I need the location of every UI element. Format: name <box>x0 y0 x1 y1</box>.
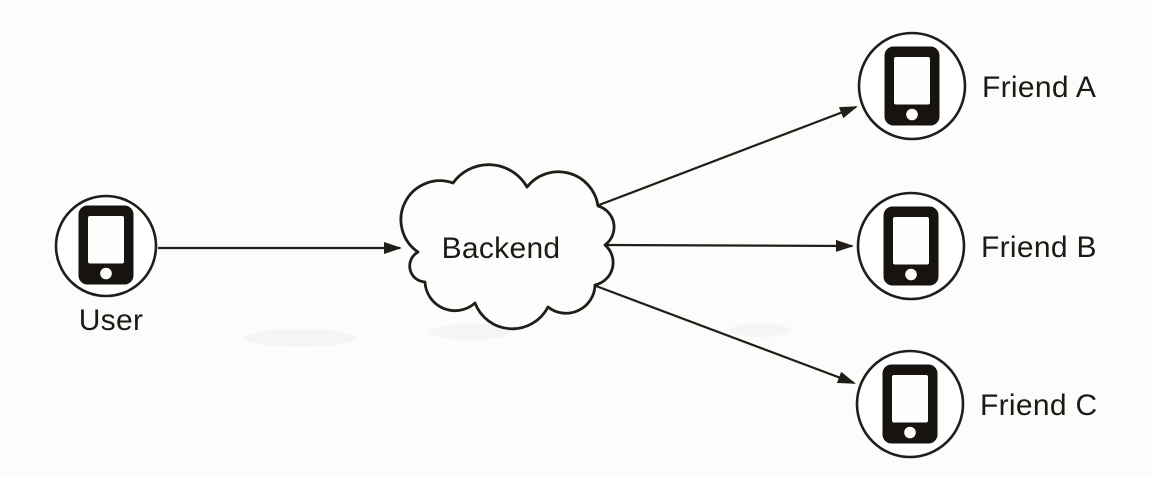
friend-b-label: Friend B <box>981 231 1097 264</box>
scan-smudge <box>245 329 355 347</box>
backend-node: Backend <box>399 163 616 331</box>
user-label: User <box>79 304 144 337</box>
arrow-backend-to-friend-a <box>598 105 858 207</box>
friend-a-label: Friend A <box>982 71 1096 104</box>
backend-cloud <box>399 163 616 331</box>
smartphone-icon <box>883 206 939 286</box>
friend-b-node: Friend B <box>856 191 1097 301</box>
scan-smudge <box>730 323 790 337</box>
arrow-backend-to-friend-b <box>605 239 854 252</box>
smartphone-icon <box>882 364 938 444</box>
smartphone-icon <box>78 205 134 285</box>
friend-c-label: Friend C <box>980 389 1097 422</box>
arrow-backend-to-friend-c <box>595 284 856 385</box>
edges <box>158 105 858 385</box>
scan-smudge <box>430 324 510 340</box>
backend-label: Backend <box>442 232 561 265</box>
user-node: User <box>54 194 158 337</box>
friend-a-node: Friend A <box>857 31 1096 141</box>
smartphone-icon <box>884 46 940 126</box>
friend-c-node: Friend C <box>855 349 1097 459</box>
